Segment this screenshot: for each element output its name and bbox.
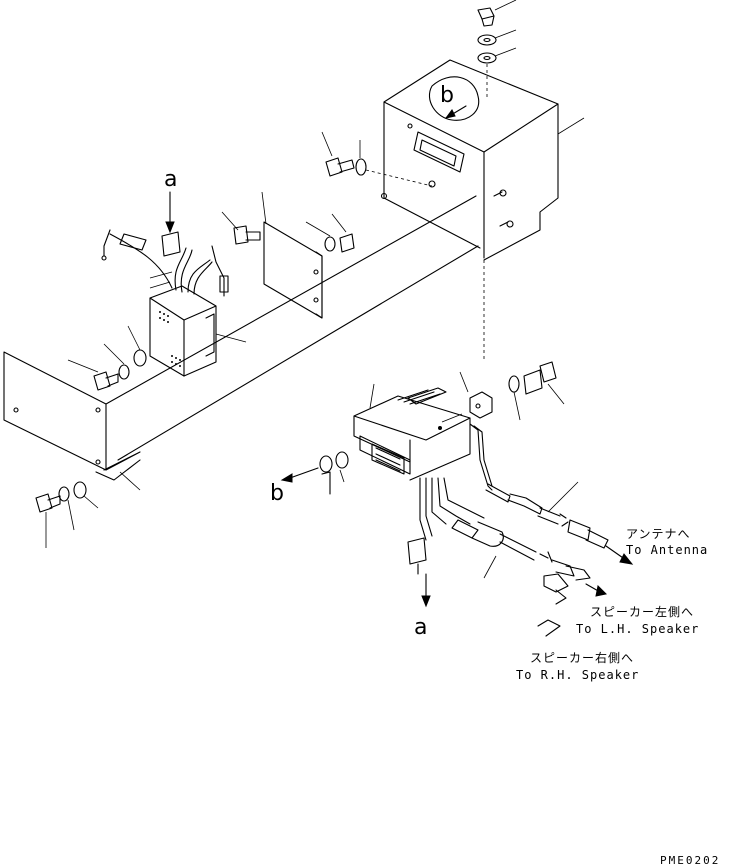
speaker-lines bbox=[537, 583, 608, 637]
bolt-washer-mid bbox=[321, 131, 433, 187]
mounting-plate bbox=[221, 191, 355, 319]
svg-text:a: a bbox=[414, 615, 427, 640]
svg-text:To Antenna: To Antenna bbox=[626, 543, 708, 557]
note-antenna: アンテナへ To Antenna bbox=[626, 527, 708, 557]
top-bolt-stack bbox=[477, 0, 517, 100]
svg-text:To L.H. Speaker: To L.H. Speaker bbox=[576, 622, 699, 636]
radio-unit bbox=[353, 383, 511, 503]
svg-text:b: b bbox=[270, 481, 284, 506]
svg-text:スピーカー左側へ: スピーカー左側へ bbox=[590, 604, 694, 619]
bracket-plate bbox=[3, 195, 479, 491]
svg-text:a: a bbox=[164, 167, 177, 192]
note-rh-speaker: スピーカー右側へ To R.H. Speaker bbox=[516, 650, 639, 682]
washer-tag bbox=[319, 451, 349, 495]
power-unit bbox=[101, 229, 247, 377]
ref-b-cover: b bbox=[440, 83, 467, 119]
svg-text:アンテナへ: アンテナへ bbox=[626, 527, 691, 541]
screw-washer-left bbox=[67, 325, 147, 391]
svg-text:b: b bbox=[440, 83, 454, 108]
antenna-cable bbox=[507, 481, 634, 565]
svg-text:To R.H. Speaker: To R.H. Speaker bbox=[516, 668, 639, 682]
screw-washer-lower-left bbox=[35, 481, 99, 548]
ref-a-top: a bbox=[164, 167, 177, 234]
ref-a-bottom: a bbox=[414, 573, 431, 640]
drawing-code: PME0202 bbox=[660, 854, 720, 867]
note-lh-speaker: スピーカー左側へ To L.H. Speaker bbox=[576, 604, 699, 636]
svg-text:スピーカー右側へ: スピーカー右側へ bbox=[530, 650, 634, 665]
wire-harness bbox=[407, 477, 591, 605]
ref-b-left: b bbox=[270, 467, 319, 506]
clip-bracket bbox=[459, 361, 565, 421]
cover-box bbox=[380, 59, 585, 360]
